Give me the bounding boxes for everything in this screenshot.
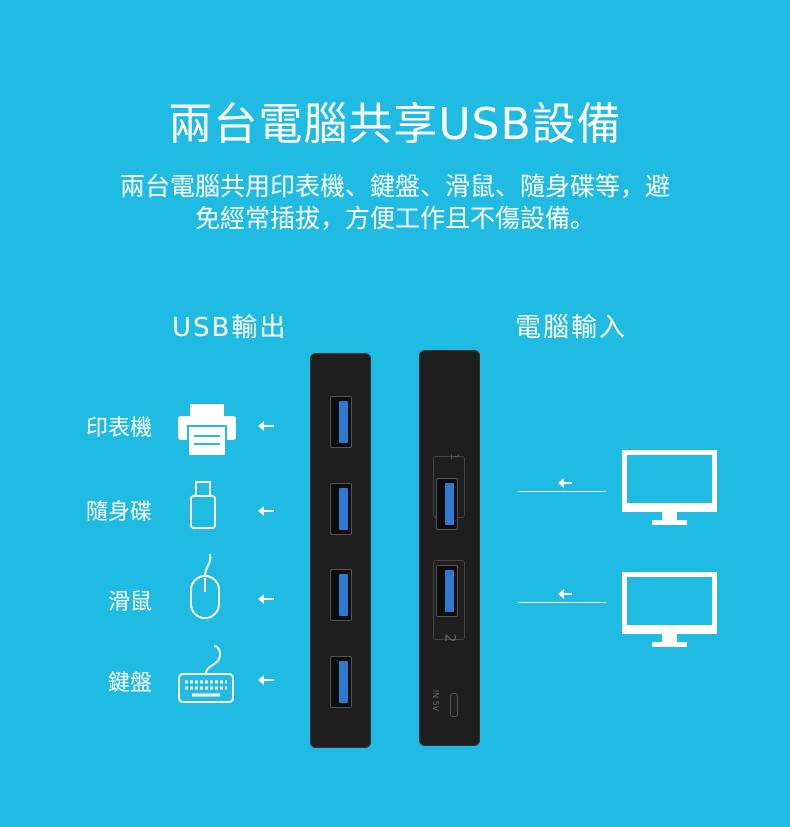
- arrow-left-icon: [258, 675, 274, 685]
- port-number-2: 2: [441, 633, 458, 643]
- usb-hub-input-side: 1 2 IN 5V: [419, 350, 480, 746]
- device-label-printer: 印表機: [85, 416, 152, 441]
- connection-line-2: [518, 602, 606, 603]
- monitor-icon-1: [622, 450, 717, 525]
- subtitle-line-1: 兩台電腦共用印表機、鍵盤、滑鼠、隨身碟等，避: [119, 172, 670, 201]
- usb-port-2: [330, 483, 352, 535]
- subtitle-line-2: 免經常插拔，方便工作且不傷設備。: [194, 204, 595, 233]
- micro-usb-port: [450, 693, 458, 717]
- usb-port-3: [330, 569, 352, 621]
- connection-line-1: [518, 491, 606, 492]
- computer-input-label: 電腦輸入: [515, 313, 628, 343]
- monitor-icon-2: [622, 572, 717, 647]
- port-number-1: 1: [448, 453, 461, 460]
- arrow-left-icon: [558, 478, 572, 488]
- computer-input-port-1: [436, 478, 458, 530]
- page-title: 兩台電腦共享USB設備: [168, 99, 622, 150]
- usb-hub-output-side: [310, 353, 371, 748]
- device-label-usb-drive: 隨身碟: [85, 500, 152, 525]
- arrow-left-icon: [258, 506, 274, 516]
- keyboard-icon: [178, 645, 234, 703]
- computer-input-port-2: [436, 565, 458, 617]
- mouse-icon: [190, 553, 220, 619]
- usb-port-4: [330, 656, 352, 708]
- device-label-keyboard: 鍵盤: [107, 671, 152, 696]
- usb-drive-icon: [190, 481, 216, 529]
- usb-port-1: [330, 396, 352, 448]
- arrow-left-icon: [558, 589, 572, 599]
- power-input-label: IN 5V: [431, 689, 441, 712]
- device-label-mouse: 滑鼠: [107, 590, 152, 615]
- usb-output-label: USB輸出: [172, 313, 288, 343]
- arrow-left-icon: [258, 594, 274, 604]
- printer-icon: [178, 404, 236, 457]
- arrow-left-icon: [258, 421, 274, 431]
